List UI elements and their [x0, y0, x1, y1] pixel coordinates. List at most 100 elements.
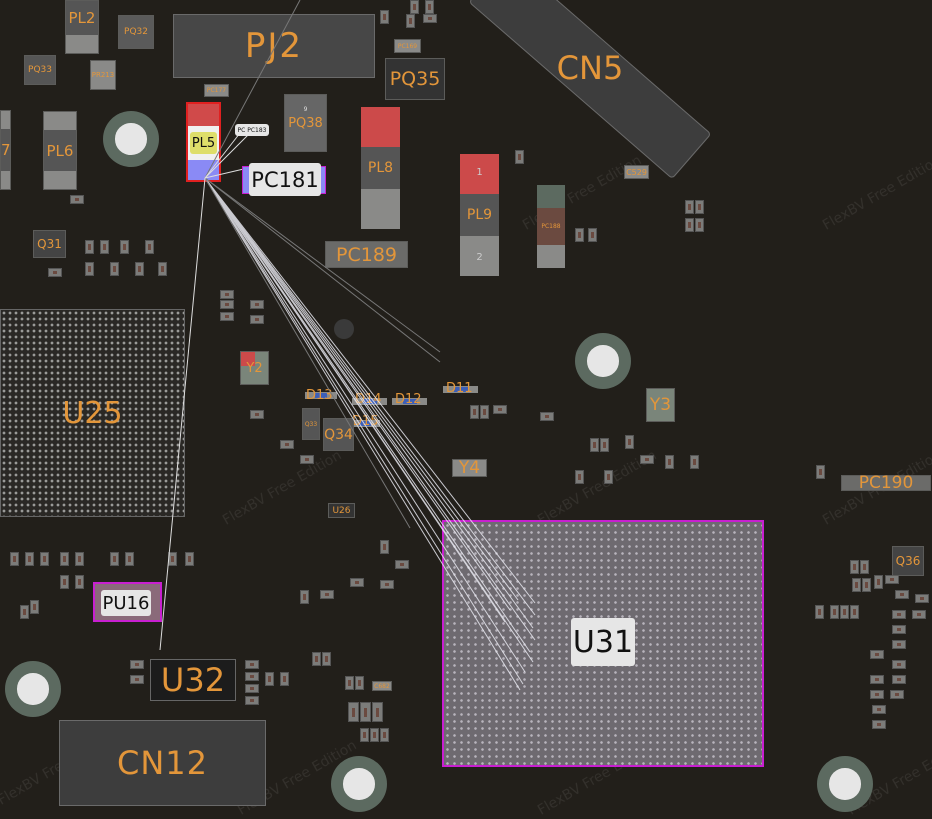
- smd-component[interactable]: [852, 578, 861, 592]
- component-Y4[interactable]: Y4: [452, 458, 487, 478]
- smd-component[interactable]: [355, 676, 364, 690]
- smd-component[interactable]: [85, 240, 94, 254]
- smd-component[interactable]: [892, 640, 906, 649]
- smd-component[interactable]: [892, 610, 906, 619]
- smd-component[interactable]: [360, 728, 369, 742]
- component-D15[interactable]: [350, 420, 380, 427]
- smd-component[interactable]: [872, 705, 886, 714]
- smd-component[interactable]: [75, 552, 84, 566]
- smd-component[interactable]: [860, 560, 869, 574]
- smd-component[interactable]: [410, 0, 419, 14]
- smd-component[interactable]: [695, 218, 704, 232]
- component-PQ32[interactable]: PQ32: [118, 15, 154, 49]
- smd-component[interactable]: [406, 14, 415, 28]
- smd-component[interactable]: [280, 672, 289, 686]
- smd-component[interactable]: [320, 590, 334, 599]
- smd-component[interactable]: [10, 552, 19, 566]
- smd-component[interactable]: [48, 268, 62, 277]
- smd-component[interactable]: [130, 675, 144, 684]
- smd-component[interactable]: [425, 0, 434, 14]
- component-D12[interactable]: [392, 398, 427, 405]
- smd-component[interactable]: [850, 560, 859, 574]
- smd-component[interactable]: [145, 240, 154, 254]
- smd-component[interactable]: [840, 605, 849, 619]
- smd-component[interactable]: [912, 610, 926, 619]
- smd-component[interactable]: [685, 200, 694, 214]
- smd-component[interactable]: [890, 690, 904, 699]
- smd-component[interactable]: [185, 552, 194, 566]
- smd-component[interactable]: [380, 10, 389, 24]
- smd-component[interactable]: [110, 262, 119, 276]
- smd-component[interactable]: [245, 684, 259, 693]
- smd-component[interactable]: [470, 405, 479, 419]
- smd-component[interactable]: [322, 652, 331, 666]
- component-PQ35[interactable]: PQ35: [385, 58, 445, 100]
- smd-component[interactable]: [372, 702, 383, 722]
- smd-component[interactable]: [872, 720, 886, 729]
- smd-component[interactable]: [300, 455, 314, 464]
- smd-component[interactable]: [245, 696, 259, 705]
- component-Q36[interactable]: Q36: [892, 546, 924, 576]
- smd-component[interactable]: [348, 702, 359, 722]
- smd-component[interactable]: [345, 676, 354, 690]
- smd-component[interactable]: [480, 405, 489, 419]
- component-PC177[interactable]: PC177: [204, 84, 229, 97]
- smd-component[interactable]: [892, 625, 906, 634]
- component-Y3[interactable]: Y3: [646, 388, 675, 422]
- smd-component[interactable]: [30, 600, 39, 614]
- smd-component[interactable]: [380, 580, 394, 589]
- smd-component[interactable]: [70, 195, 84, 204]
- component-C682[interactable]: C682: [372, 681, 392, 691]
- smd-component[interactable]: [220, 290, 234, 299]
- component-PL9[interactable]: PL9 1 2: [460, 154, 499, 276]
- smd-component[interactable]: [870, 675, 884, 684]
- smd-component[interactable]: [60, 575, 69, 589]
- smd-component[interactable]: [380, 540, 389, 554]
- smd-component[interactable]: [265, 672, 274, 686]
- smd-component[interactable]: [588, 228, 597, 242]
- smd-component[interactable]: [915, 594, 929, 603]
- smd-component[interactable]: [130, 660, 144, 669]
- smd-component[interactable]: [250, 410, 264, 419]
- component-Y2[interactable]: Y2: [240, 351, 269, 385]
- smd-component[interactable]: [862, 578, 871, 592]
- smd-component[interactable]: [575, 470, 584, 484]
- smd-component[interactable]: [625, 435, 634, 449]
- smd-component[interactable]: [280, 440, 294, 449]
- smd-component[interactable]: [158, 262, 167, 276]
- smd-component[interactable]: [640, 455, 654, 464]
- smd-component[interactable]: [245, 672, 259, 681]
- component-PC190[interactable]: PC190: [841, 473, 931, 493]
- smd-component[interactable]: [135, 262, 144, 276]
- component-Q31[interactable]: Q31: [33, 230, 66, 258]
- smd-component[interactable]: [870, 690, 884, 699]
- component-PL7-partial[interactable]: 7: [0, 110, 11, 190]
- smd-component[interactable]: [423, 14, 437, 23]
- smd-component[interactable]: [40, 552, 49, 566]
- component-D14[interactable]: [352, 398, 387, 405]
- component-U32[interactable]: U32: [150, 659, 236, 701]
- component-PC188[interactable]: PC188: [537, 185, 565, 268]
- smd-component[interactable]: [665, 455, 674, 469]
- smd-component[interactable]: [815, 605, 824, 619]
- smd-component[interactable]: [690, 455, 699, 469]
- component-PL6[interactable]: PL6: [43, 111, 77, 190]
- component-U26[interactable]: U26: [328, 503, 355, 518]
- smd-component[interactable]: [220, 300, 234, 309]
- smd-component[interactable]: [300, 590, 309, 604]
- smd-component[interactable]: [515, 150, 524, 164]
- smd-component[interactable]: [360, 702, 371, 722]
- component-PU16[interactable]: PU16: [93, 582, 162, 622]
- smd-component[interactable]: [575, 228, 584, 242]
- smd-component[interactable]: [870, 650, 884, 659]
- smd-component[interactable]: [892, 660, 906, 669]
- component-U25[interactable]: U25: [0, 309, 185, 517]
- component-C529[interactable]: C529: [624, 165, 649, 179]
- smd-component[interactable]: [395, 560, 409, 569]
- smd-component[interactable]: [100, 240, 109, 254]
- smd-component[interactable]: [892, 675, 906, 684]
- smd-component[interactable]: [350, 578, 364, 587]
- component-CN12[interactable]: CN12: [59, 720, 266, 806]
- component-PR213[interactable]: PR213: [90, 60, 116, 90]
